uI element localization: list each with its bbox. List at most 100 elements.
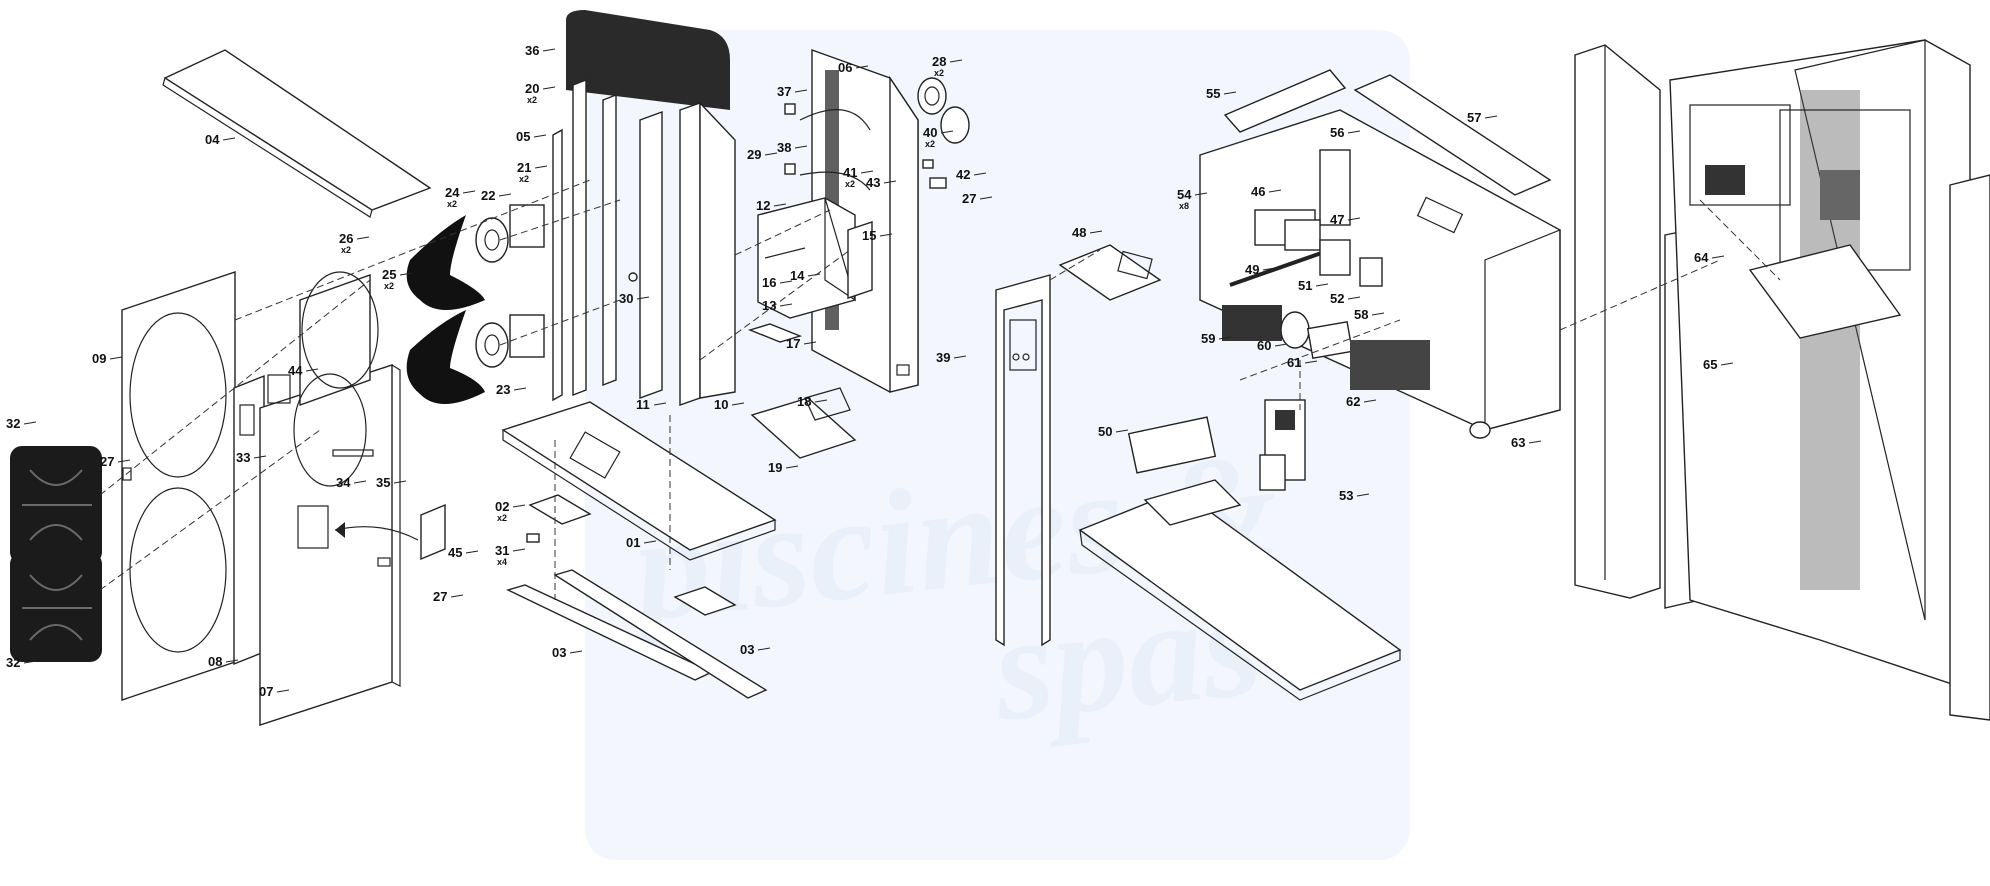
callout-number: 17	[786, 336, 800, 351]
callout-number: 18	[797, 394, 811, 409]
callout-number: 36	[525, 43, 539, 58]
leader-c04	[222, 137, 236, 141]
connector-60-61	[1280, 311, 1354, 360]
cover-55	[1223, 69, 1347, 133]
control-panel-post	[995, 274, 1051, 647]
leader-c60	[1274, 343, 1288, 347]
callout-c58: 58	[1354, 307, 1368, 322]
callout-c57: 57	[1467, 110, 1481, 125]
callout-quantity: x2	[527, 95, 537, 105]
callout-number: 47	[1330, 212, 1344, 227]
callout-number: 55	[1206, 86, 1220, 101]
callout-c18: 18	[797, 394, 811, 409]
callout-c42: 42	[956, 167, 970, 182]
callout-number: 41	[843, 165, 857, 180]
clip-27c	[929, 177, 947, 189]
display-board-48	[1058, 244, 1162, 301]
callout-c36: 36	[525, 43, 539, 58]
leader-c08	[225, 659, 239, 663]
callout-c14: 14	[790, 268, 805, 283]
callout-number: 02	[495, 499, 509, 514]
callout-number: 25	[382, 267, 396, 282]
callout-quantity: x8	[1179, 201, 1189, 211]
leader-c24	[462, 190, 476, 194]
callout-number: 59	[1201, 331, 1215, 346]
callout-c03a: 03	[552, 645, 566, 660]
callout-number: 07	[259, 684, 273, 699]
part-50	[1127, 416, 1217, 474]
leader-c19	[785, 465, 799, 469]
terminal-strip-62	[1350, 340, 1430, 390]
callout-c49: 49	[1245, 262, 1259, 277]
leader-c23	[513, 387, 527, 391]
callout-number: 10	[714, 397, 728, 412]
callout-c55: 55	[1206, 86, 1220, 101]
callout-number: 14	[790, 268, 805, 283]
gasket-44	[267, 374, 291, 404]
callout-number: 48	[1072, 225, 1086, 240]
leader-c21	[534, 165, 548, 169]
callout-quantity: x2	[925, 139, 935, 149]
callout-number: 61	[1287, 355, 1301, 370]
callout-number: 43	[866, 175, 880, 190]
leader-c53	[1356, 493, 1370, 497]
callout-c60: 60	[1257, 338, 1271, 353]
leader-c47	[1347, 217, 1361, 221]
callout-c15: 15	[862, 228, 876, 243]
leader-c54	[1194, 192, 1208, 196]
label-45	[420, 503, 446, 561]
leader-c32b	[23, 660, 37, 664]
callout-c32a: 32	[6, 416, 20, 431]
front-door-07	[259, 364, 401, 726]
callout-c65: 65	[1703, 357, 1717, 372]
leader-c26	[356, 236, 370, 240]
callout-c32b: 32	[6, 655, 20, 670]
callout-c33: 33	[236, 450, 250, 465]
skid-03-right	[553, 569, 768, 699]
callout-number: 09	[92, 351, 106, 366]
leader-c50	[1115, 429, 1129, 433]
support-tray	[1078, 479, 1402, 701]
top-cover-04	[162, 49, 432, 218]
callout-number: 45	[448, 545, 462, 560]
callout-c47: 47	[1330, 212, 1344, 227]
leader-c27b	[450, 594, 464, 598]
callout-quantity: x2	[845, 179, 855, 189]
callout-number: 21	[517, 160, 531, 175]
leader-c37	[794, 89, 808, 93]
leader-c56	[1347, 130, 1361, 134]
callout-number: 39	[936, 350, 950, 365]
callout-c08: 08	[208, 654, 222, 669]
callout-c10: 10	[714, 397, 728, 412]
callout-number: 58	[1354, 307, 1368, 322]
callout-number: 22	[481, 188, 495, 203]
callout-number: 31	[495, 543, 509, 558]
callout-quantity: x2	[447, 199, 457, 209]
column-10	[679, 101, 736, 406]
fan-motor-22	[475, 217, 509, 263]
callout-number: 64	[1694, 250, 1709, 265]
callout-number: 65	[1703, 357, 1717, 372]
callout-c48: 48	[1072, 225, 1086, 240]
callout-quantity: x2	[497, 513, 507, 523]
callout-c27a: 27	[100, 454, 114, 469]
callout-c64: 64	[1694, 250, 1709, 265]
callout-c07: 07	[259, 684, 273, 699]
callout-number: 13	[762, 298, 776, 313]
fan-grill-32-bottom	[10, 552, 102, 662]
leader-c13	[779, 303, 793, 307]
fan-shroud-26-bottom	[293, 373, 367, 487]
leader-c20	[542, 86, 556, 90]
callout-c12: 12	[756, 198, 770, 213]
callout-number: 57	[1467, 110, 1481, 125]
fan-grill-32-top	[10, 446, 102, 564]
leader-c35	[393, 480, 407, 484]
leader-c30	[636, 296, 650, 300]
callout-c04: 04	[205, 132, 220, 147]
